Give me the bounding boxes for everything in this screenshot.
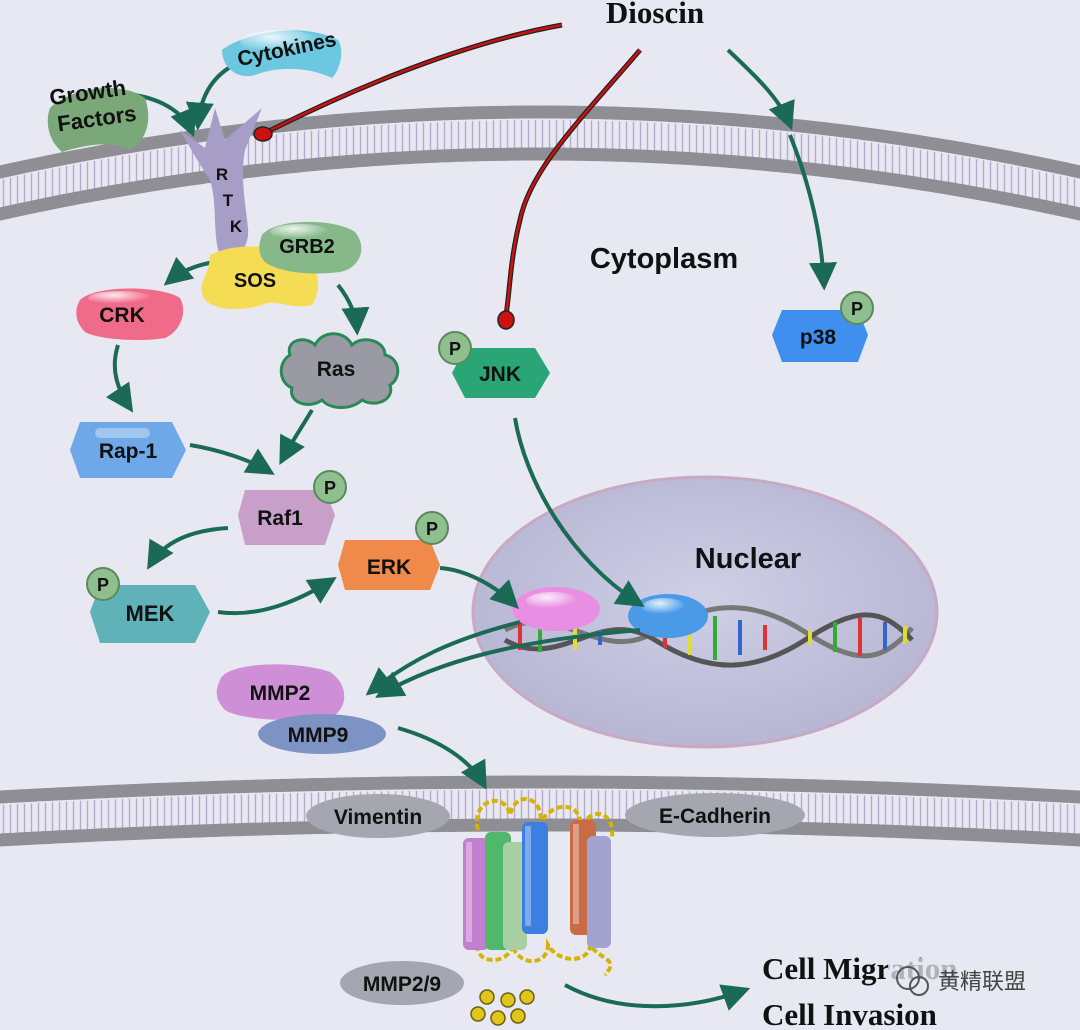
vimentin: Vimentin bbox=[306, 794, 450, 838]
growth-factors: Growth Factors bbox=[47, 75, 149, 152]
cytokines: Cytokines bbox=[222, 28, 342, 78]
jnk-phospho bbox=[438, 331, 472, 365]
raf1-phospho-label: P bbox=[324, 478, 336, 498]
inhibition-lines bbox=[253, 22, 642, 330]
sos-label: SOS bbox=[234, 270, 276, 292]
mmp9-label: MMP9 bbox=[288, 724, 349, 747]
erk-phospho bbox=[415, 511, 449, 545]
crk: CRK bbox=[76, 288, 184, 340]
mmp9: MMP9 bbox=[258, 714, 386, 754]
nuclear-label: Nuclear bbox=[695, 543, 801, 575]
rtk-letter-r: R bbox=[216, 165, 228, 184]
rap1: Rap-1 bbox=[70, 422, 186, 478]
erk-label: ERK bbox=[367, 556, 411, 579]
rap1-label: Rap-1 bbox=[99, 440, 158, 463]
raf1: Raf1 P bbox=[238, 470, 347, 545]
rtk-letter-k: K bbox=[230, 217, 243, 236]
erk-phospho-label: P bbox=[426, 519, 438, 539]
mmp2-label: MMP2 bbox=[250, 682, 311, 705]
watermark: 黄精联盟 bbox=[888, 958, 1068, 998]
mek: MEK P bbox=[86, 567, 210, 643]
grb2: GRB2 bbox=[259, 221, 362, 274]
mek-phospho bbox=[86, 567, 120, 601]
ras: Ras bbox=[279, 332, 400, 409]
mmp2-9-label: MMP2/9 bbox=[363, 973, 441, 996]
e-cadherin: E-Cadherin bbox=[625, 793, 805, 837]
mek-label: MEK bbox=[126, 601, 175, 626]
p38-label: p38 bbox=[800, 326, 837, 349]
rtk-receptor: R T K bbox=[180, 108, 262, 257]
transmembrane-protein bbox=[463, 797, 615, 977]
dioscin-label: Dioscin bbox=[606, 0, 704, 30]
raf1-phospho bbox=[313, 470, 347, 504]
upper-cell-membrane bbox=[0, 105, 1080, 221]
jnk-label: JNK bbox=[479, 363, 521, 386]
crk-label: CRK bbox=[99, 304, 145, 327]
e-cadherin-label: E-Cadherin bbox=[659, 805, 771, 828]
jnk-phospho-label: P bbox=[449, 339, 461, 359]
activation-arrows bbox=[105, 48, 837, 1011]
rtk-letter-t: T bbox=[223, 191, 234, 210]
grb2-label: GRB2 bbox=[279, 236, 335, 258]
raf1-label: Raf1 bbox=[257, 507, 303, 530]
erk: ERK P bbox=[338, 511, 449, 590]
p38: p38 P bbox=[772, 291, 874, 362]
cytoplasm-label: Cytoplasm bbox=[590, 243, 738, 275]
cell-invasion-label: Cell Invasion bbox=[762, 997, 937, 1030]
vimentin-label: Vimentin bbox=[334, 806, 422, 829]
jnk: JNK P bbox=[438, 331, 550, 398]
watermark-text: 黄精联盟 bbox=[938, 970, 1026, 995]
mmp2: MMP2 bbox=[216, 664, 345, 720]
ras-label: Ras bbox=[317, 358, 356, 381]
p38-phospho-label: P bbox=[851, 299, 863, 319]
p38-phospho bbox=[840, 291, 874, 325]
mmp2-9-secreted: MMP2/9 bbox=[340, 961, 535, 1026]
mek-phospho-label: P bbox=[97, 575, 109, 595]
